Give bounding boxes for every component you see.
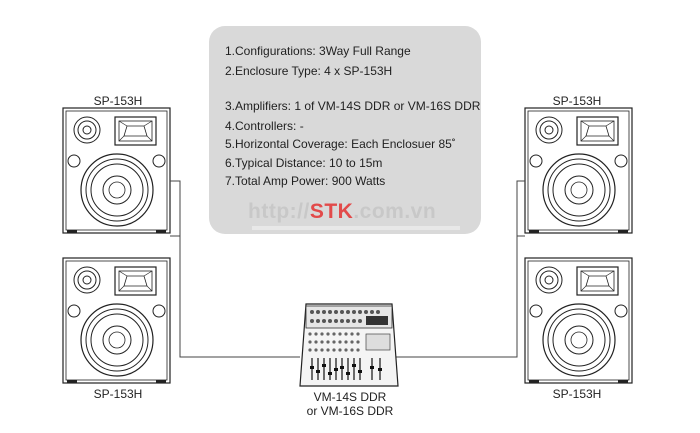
spec-horizontal-coverage: 5.Horizontal Coverage: Each Enclosuer 85… [225,137,456,151]
spec-total-amp-power: 7.Total Amp Power: 900 Watts [225,174,386,188]
speaker-label-top-left: SP-153H [93,94,143,108]
speaker-label-bottom-right: SP-153H [552,387,602,401]
mixer-caption-line1: VM-14S DDR [313,390,387,404]
spec-amplifiers: 3.Amplifiers: 1 of VM-14S DDR or VM-16S … [225,99,481,113]
watermark-shadow [252,226,460,230]
watermark: http://STK.com.vn [248,200,436,224]
mixer [299,303,399,387]
speaker-label-top-right: SP-153H [552,94,602,108]
watermark-prefix: http:// [248,200,310,223]
wiring [170,180,525,358]
speaker-bottom-left [62,257,171,384]
speaker-top-right [524,107,633,234]
speaker-top-left [62,107,171,234]
mixer-caption-line2: or VM-16S DDR [306,404,394,418]
spec-box [209,26,481,234]
speaker-label-bottom-left: SP-153H [93,387,143,401]
spec-enclosure-type: 2.Enclosure Type: 4 x SP-153H [225,64,393,78]
spec-typical-distance: 6.Typical Distance: 10 to 15m [225,156,383,170]
watermark-brand: STK [309,200,354,223]
watermark-suffix: .com.vn [353,200,437,223]
spec-configurations: 1.Configurations: 3Way Full Range [225,44,411,58]
speaker-bottom-right [524,257,633,384]
spec-controllers: 4.Controllers: - [225,119,304,133]
